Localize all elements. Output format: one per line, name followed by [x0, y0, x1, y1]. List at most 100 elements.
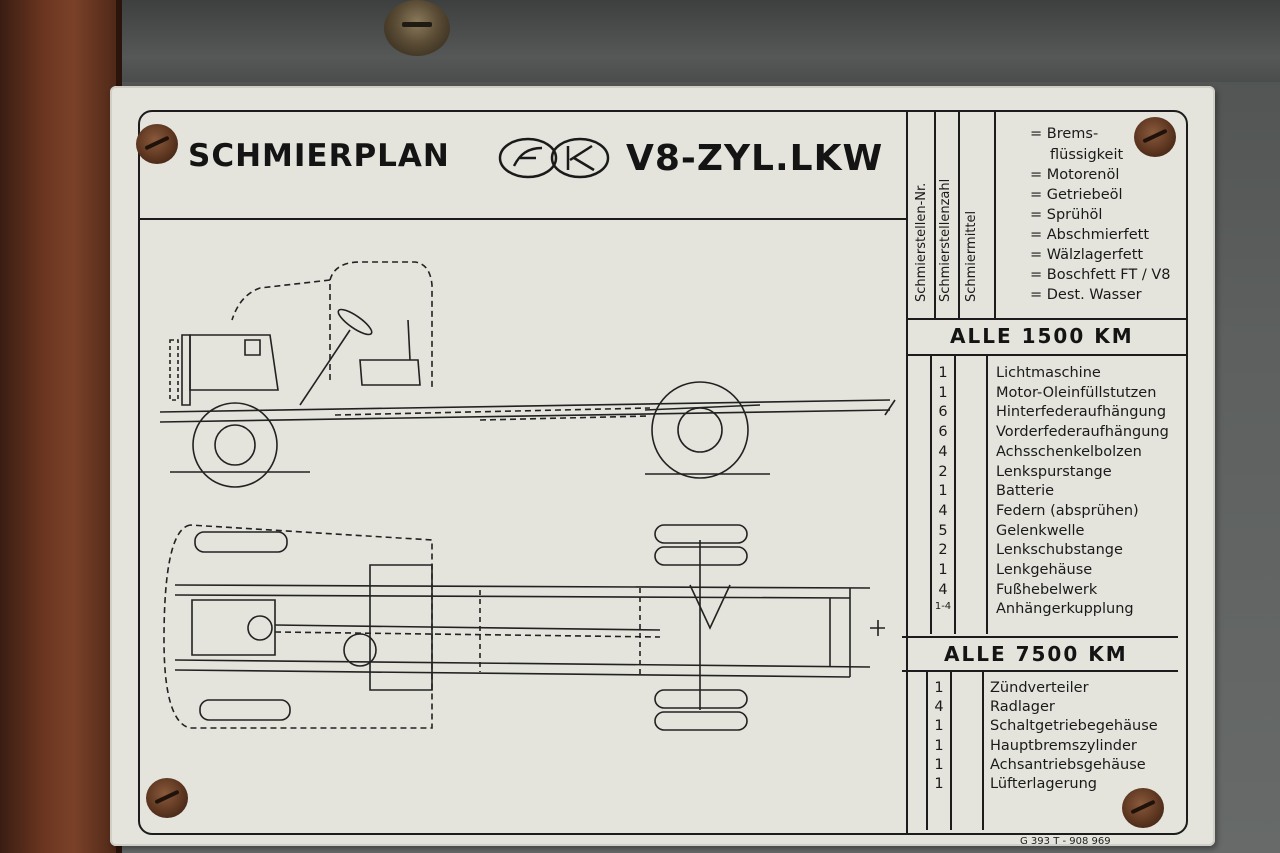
lube-point-name: Motor-Oleinfüllstutzen — [996, 384, 1157, 401]
section-1500-row: 4 Fußhebelwerk — [928, 582, 1188, 600]
lubrication-chart-card — [110, 86, 1215, 846]
section-1500-col-1 — [930, 354, 932, 634]
section-1500-row: 6 Vorderfederaufhängung — [928, 424, 1188, 442]
legend-lube-grease: = Abschmierfett — [1030, 227, 1150, 243]
lube-point-count: 4 — [938, 581, 948, 598]
lube-point-name: Achsschenkelbolzen — [996, 443, 1142, 460]
header-lube-point-count: Schmierstellenzahl — [938, 178, 953, 302]
section-7500-row: 1 Schaltgetriebegehäuse — [924, 718, 1184, 736]
section-1500-row: 1 Lichtmaschine — [928, 365, 1188, 383]
lube-point-name: Radlager — [990, 699, 1055, 716]
lube-point-name: Zündverteiler — [990, 680, 1089, 696]
lube-point-count: 1 — [934, 737, 944, 754]
section-7500-title: ALLE 7500 KM — [944, 642, 1128, 666]
lube-point-count: 1 — [938, 483, 948, 500]
section-1500-row: 1 Batterie — [928, 483, 1188, 501]
section-1500-col-2 — [954, 354, 956, 634]
section-1500-title: ALLE 1500 KM — [950, 324, 1134, 348]
fk-logo — [498, 137, 610, 179]
lube-point-count: 5 — [938, 522, 948, 539]
lube-point-name: Lenkschubstange — [996, 542, 1123, 559]
lube-point-name: Hinterfederaufhängung — [996, 404, 1167, 421]
chart-title: SCHMIERPLAN — [188, 138, 450, 174]
lube-point-count: 6 — [938, 404, 948, 421]
header-lubricant: Schmiermittel — [964, 210, 979, 302]
wooden-frame — [0, 0, 122, 853]
section-7500-row: 1 Hauptbremszylinder — [924, 738, 1184, 756]
header-lube-point-number: Schmierstellen-Nr. — [914, 182, 929, 302]
lube-point-count: 4 — [938, 502, 948, 519]
lube-point-count: 1 — [934, 776, 944, 792]
column-divider-1 — [934, 110, 936, 318]
lube-point-name: Lichtmaschine — [996, 365, 1101, 381]
lube-point-name: Vorderfederaufhängung — [996, 424, 1169, 441]
section-1500-col-3 — [986, 354, 988, 634]
lube-point-count: 1 — [934, 718, 944, 735]
lube-point-name: Batterie — [996, 483, 1055, 500]
section-1500-row: 1 Lenkgehäuse — [928, 562, 1188, 580]
section-7500-row: 1 Lüfterlagerung — [924, 776, 1184, 794]
section-7500-row: 1 Achsantriebsgehäuse — [924, 757, 1184, 775]
section-7500-divider — [902, 670, 1178, 672]
legend-engine-oil: = Motorenöl — [1030, 167, 1120, 183]
section-1500-row: 4 Achsschenkelbolzen — [928, 444, 1188, 462]
legend-bosch-grease: = Boschfett FT / V8 — [1030, 267, 1171, 283]
lube-point-count: 2 — [938, 463, 948, 480]
lube-point-count: 1 — [934, 680, 944, 696]
lube-point-name: Achsantriebsgehäuse — [990, 756, 1146, 773]
lube-point-name: Lüfterlagerung — [990, 776, 1098, 792]
section-1500-row: 4 Federn (absprühen) — [928, 503, 1188, 521]
section-1500-row: 5 Gelenkwelle — [928, 523, 1188, 541]
section-7500-row: 1 Zündverteiler — [924, 680, 1184, 698]
corner-screw-bottom-right — [1122, 788, 1164, 828]
section-1500-row: 2 Lenkschubstange — [928, 542, 1188, 560]
lube-point-count: 1 — [938, 562, 948, 578]
legend-divider — [906, 318, 1188, 320]
lube-point-count: 6 — [938, 424, 948, 441]
title-divider — [138, 218, 908, 220]
legend-brake-fluid-1: = Brems- — [1030, 126, 1099, 142]
column-divider-2 — [958, 110, 960, 318]
section-7500-col-1 — [926, 670, 928, 830]
lube-point-name: Hauptbremszylinder — [990, 737, 1137, 754]
legend-distilled-water: = Dest. Wasser — [1030, 287, 1142, 303]
section-7500-col-2 — [950, 670, 952, 830]
lube-point-count: 2 — [938, 542, 948, 559]
chassis-drawing — [159, 261, 896, 731]
form-code: G 393 T - 908 969 — [1020, 836, 1111, 847]
legend-bearing-grease: = Wälzlagerfett — [1030, 247, 1144, 263]
legend-spray-oil: = Sprühöl — [1030, 207, 1103, 223]
section-7500-row: 4 Radlager — [924, 699, 1184, 717]
corner-screw-bottom-left — [146, 778, 188, 818]
card-border — [138, 110, 1188, 835]
section-7500-col-3 — [982, 670, 984, 830]
lube-point-name: Lenkspurstange — [996, 463, 1112, 480]
section-7500-top — [902, 636, 1178, 638]
lube-point-count: 4 — [934, 699, 944, 716]
corner-screw-top-right — [1134, 117, 1176, 157]
lube-point-count: 1 — [938, 384, 948, 401]
lube-point-name: Schaltgetriebegehäuse — [990, 718, 1158, 735]
top-screw — [384, 0, 450, 56]
lube-point-name: Fußhebelwerk — [996, 581, 1098, 598]
lube-point-count: 1-4 — [934, 601, 952, 613]
table-left-border — [906, 110, 908, 835]
section-1500-row: 1-4 Anhängerkupplung — [928, 601, 1188, 619]
lube-point-name: Lenkgehäuse — [996, 562, 1093, 578]
lube-point-name: Federn (absprühen) — [996, 502, 1139, 519]
lube-point-count: 1 — [938, 365, 948, 381]
column-divider-3 — [994, 110, 996, 318]
corner-screw-top-left — [136, 124, 178, 164]
top-rail — [92, 0, 1280, 82]
lube-point-name: Gelenkwelle — [996, 522, 1085, 539]
section-1500-divider — [906, 354, 1188, 356]
section-1500-row: 2 Lenkspurstange — [928, 464, 1188, 482]
section-1500-row: 1 Motor-Oleinfüllstutzen — [928, 385, 1188, 403]
lube-point-count: 1 — [934, 756, 944, 773]
legend-gear-oil: = Getriebeöl — [1030, 187, 1123, 203]
vehicle-model-title: V8-ZYL.LKW — [626, 138, 884, 179]
section-1500-row: 6 Hinterfederaufhängung — [928, 404, 1188, 422]
lube-point-count: 4 — [938, 443, 948, 460]
legend-brake-fluid-2: flüssigkeit — [1050, 147, 1124, 163]
lube-point-name: Anhängerkupplung — [996, 601, 1134, 618]
